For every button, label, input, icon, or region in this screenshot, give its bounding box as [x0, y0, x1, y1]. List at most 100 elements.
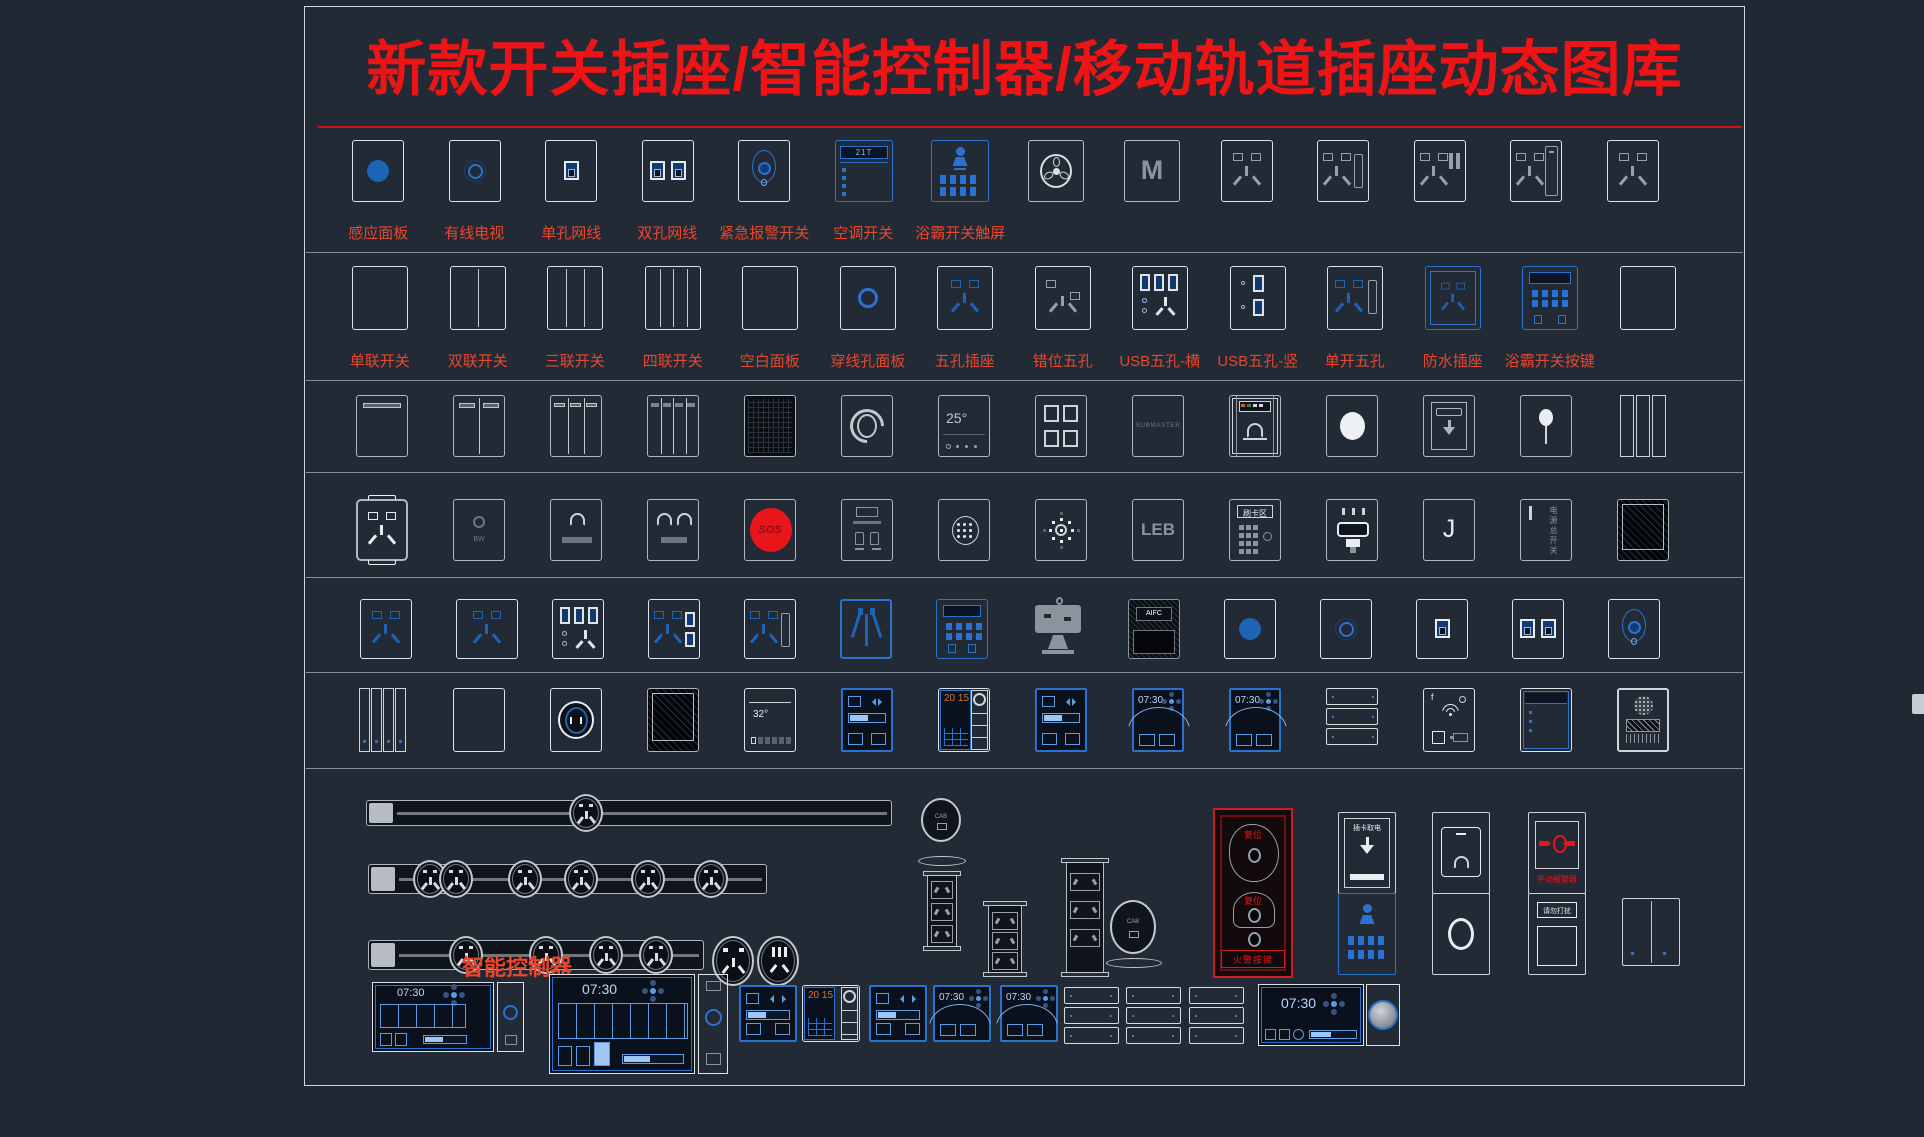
submaster-panel[interactable]: SUBMASTER [1132, 395, 1184, 457]
tv-stand-figure[interactable] [1032, 597, 1084, 659]
round-button-panel[interactable] [1326, 395, 1378, 457]
switch-2gang[interactable] [450, 266, 506, 330]
afc-hatch-panel[interactable]: AIFC [1128, 599, 1180, 659]
socket-5hole-blue[interactable] [360, 599, 412, 659]
oval-button-panel[interactable] [1432, 893, 1490, 975]
waterproof-socket[interactable] [1425, 266, 1481, 330]
clock-ctrl-panel-1[interactable]: 07:30 [1128, 688, 1190, 752]
cable-tv-socket[interactable] [449, 140, 501, 202]
popup-tower-3[interactable] [1061, 858, 1109, 977]
round-socket-head-1[interactable] [712, 936, 754, 986]
switch-4gang[interactable] [645, 266, 701, 330]
blank-panel-2[interactable] [1620, 266, 1676, 330]
doorbell-bar-panel[interactable] [550, 499, 602, 561]
vent-grille-panel[interactable] [744, 395, 796, 457]
pull-cord-switch[interactable] [1520, 395, 1572, 457]
display-circle-panel[interactable]: 20 15 [938, 688, 990, 752]
popup-tower-2[interactable] [983, 901, 1027, 977]
manual-alarm-panel[interactable]: 手动报警器 [1528, 812, 1586, 894]
rocker-switch-1g[interactable] [356, 395, 408, 457]
mini-controller-1[interactable] [739, 985, 797, 1042]
track-socket-strip-3[interactable] [368, 936, 704, 974]
socket-with-usb[interactable] [648, 599, 700, 659]
stack-panel-3[interactable] [1189, 987, 1244, 1044]
sensor-dot-panel[interactable] [1224, 599, 1276, 659]
card-reader-panel[interactable]: 刷卡区 [1229, 499, 1281, 561]
socket-5hole-double-switch[interactable] [1414, 140, 1466, 202]
socket-5hole-switch[interactable] [1317, 140, 1369, 202]
stack-panel-2[interactable] [1126, 987, 1181, 1044]
mini-clock-panel-1[interactable]: 07:30 [929, 985, 991, 1042]
smart-ctrl-panel-2[interactable] [1035, 688, 1087, 752]
socket-5hole-panel[interactable] [937, 266, 993, 330]
temp-display-panel[interactable]: 32° [744, 688, 796, 752]
usb-5hole-vertical[interactable] [1230, 266, 1286, 330]
blank-panel[interactable] [742, 266, 798, 330]
bw-control-panel[interactable]: BW [453, 499, 505, 561]
usb-5hole-horizontal[interactable] [1132, 266, 1188, 330]
rocker-switch-3g[interactable] [550, 395, 602, 457]
dimmer-knob[interactable] [841, 395, 893, 457]
switch-socket-blue[interactable] [744, 599, 796, 659]
sensor-panel[interactable] [352, 140, 404, 202]
socket-5hole-blue-wide[interactable] [456, 599, 518, 659]
mini-display-panel[interactable]: 20 15 [802, 985, 860, 1042]
speaker-grille-panel[interactable] [938, 499, 990, 561]
switch-1gang[interactable] [352, 266, 408, 330]
track-socket-strip-2[interactable] [368, 860, 767, 898]
ac-switch-panel[interactable]: 21T [835, 140, 893, 202]
surface-mount-socket[interactable] [356, 495, 408, 565]
offset-5hole-socket[interactable] [1035, 266, 1091, 330]
socket-5hole-plain[interactable] [1607, 140, 1659, 202]
fan-timer-switch[interactable] [1028, 140, 1084, 202]
double-bell-panel[interactable] [647, 499, 699, 561]
wifi-ctrl-panel[interactable]: f [1423, 688, 1475, 752]
scene-4key-panel[interactable] [1035, 395, 1087, 457]
fire-alarm-panel[interactable]: 复位 复位 火警按键 [1213, 808, 1293, 978]
motor-switch[interactable]: M [1124, 140, 1180, 202]
smart-controller-b-knob[interactable] [698, 974, 728, 1074]
clock-ctrl-panel-2[interactable]: 07:30 [1225, 688, 1287, 752]
card-power-panel[interactable]: 插卡取电 [1338, 812, 1396, 894]
light-burst-panel[interactable] [1035, 499, 1087, 561]
mirror-hatch-panel[interactable] [1617, 499, 1669, 561]
wide-clock-controller[interactable]: 07:30 [1258, 984, 1364, 1046]
intercom-panel[interactable] [1617, 688, 1669, 752]
emergency-alarm-switch[interactable] [738, 140, 790, 202]
emergency-alarm-2[interactable] [1608, 599, 1660, 659]
smart-ctrl-panel-1[interactable] [841, 688, 893, 752]
doorbell-button-panel[interactable] [1432, 812, 1490, 894]
switch-5hole-socket[interactable] [1327, 266, 1383, 330]
bath-heater-key-panel[interactable] [1522, 266, 1578, 330]
popup-tower-1[interactable] [923, 871, 961, 951]
j-marker-panel[interactable]: J [1423, 499, 1475, 561]
sos-button[interactable]: SOS [744, 499, 796, 561]
rocker-switch-4g[interactable] [647, 395, 699, 457]
vertical-3gang-switch[interactable] [1617, 395, 1669, 457]
usb3-socket[interactable] [552, 599, 604, 659]
dnd-panel[interactable]: 请勿打扰 [1528, 893, 1586, 975]
cable-tv-socket-2[interactable] [1320, 599, 1372, 659]
main-power-switch[interactable]: 电源总开关 [1520, 499, 1572, 561]
smart-controller-a-knob[interactable] [497, 982, 524, 1052]
round-socket-panel[interactable] [550, 688, 602, 752]
wide-clock-knob[interactable] [1366, 984, 1400, 1046]
network-socket-double-2[interactable] [1512, 599, 1564, 659]
service-panel[interactable] [841, 499, 893, 561]
cab-connector-side[interactable]: CAB [1110, 900, 1156, 954]
socket-5hole[interactable] [1221, 140, 1273, 202]
mirror-hatch-panel-2[interactable] [647, 688, 699, 752]
rocker-switch-2g[interactable] [453, 395, 505, 457]
thermostat-panel[interactable]: 25° [938, 395, 990, 457]
mini-clock-panel-2[interactable]: 07:30 [996, 985, 1058, 1042]
network-socket-double[interactable] [642, 140, 694, 202]
door-station-panel[interactable] [1520, 688, 1572, 752]
track-socket-strip-1[interactable] [366, 794, 892, 832]
bath-touch-panel-small[interactable] [1338, 893, 1396, 975]
network-socket-single-2[interactable] [1416, 599, 1468, 659]
cab-connector-top[interactable]: CAB [921, 798, 961, 842]
vertical-4gang-switch[interactable] [356, 688, 408, 752]
tv-terminal-blue[interactable] [840, 599, 892, 659]
keypad-panel-blue[interactable] [936, 599, 988, 659]
card-power-switch[interactable] [1423, 395, 1475, 457]
